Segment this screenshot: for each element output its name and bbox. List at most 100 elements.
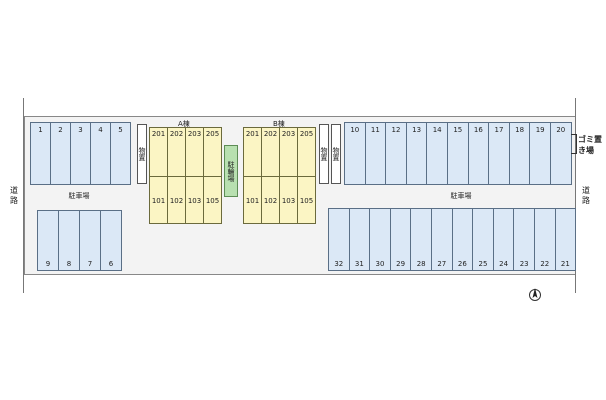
parking-space-25: 25 [472,208,494,271]
building-a-label: A棟 [178,120,190,128]
garbage-bracket [571,134,577,154]
unit-number: 201 [151,130,166,138]
parking-space-number: 26 [457,260,467,268]
parking-space-number: 13 [412,126,422,134]
parking-space-23: 23 [513,208,535,271]
unit-a-201: 201 [149,127,168,177]
parking-space-30: 30 [369,208,391,271]
parking-space-number: 21 [560,260,570,268]
parking-space-27: 27 [431,208,453,271]
parking-space-number: 12 [391,126,401,134]
parking-space-number: 30 [375,260,385,268]
parking-space-18: 18 [508,122,531,185]
parking-space-24: 24 [492,208,515,271]
parking-space-number: 24 [499,260,509,268]
unit-number: 103 [281,197,296,205]
parking-space-number: 27 [437,260,447,268]
parking-space-6: 6 [100,210,122,271]
unit-b-101: 101 [243,176,262,224]
parking-label-left: 駐車場 [68,192,90,200]
parking-space-number: 32 [334,260,344,268]
parking-space-5: 5 [110,122,131,185]
parking-space-4: 4 [90,122,111,185]
unit-a-105: 105 [203,176,222,224]
parking-space-number: 23 [519,260,529,268]
parking-space-number: 17 [494,126,504,134]
parking-label-right: 駐車場 [450,192,472,200]
unit-b-201: 201 [243,127,262,177]
unit-b-102: 102 [261,176,280,224]
unit-number: 105 [299,197,314,205]
parking-space-3: 3 [70,122,91,185]
unit-a-203: 203 [185,127,204,177]
unit-a-102: 102 [167,176,186,224]
storage-left: 物置 [137,124,147,184]
parking-space-number: 1 [38,126,43,134]
unit-a-205: 205 [203,127,222,177]
unit-number: 105 [205,197,220,205]
parking-space-number: 5 [118,126,123,134]
unit-number: 102 [169,197,184,205]
parking-space-26: 26 [451,208,474,271]
parking-space-28: 28 [410,208,432,271]
unit-number: 102 [263,197,278,205]
parking-space-11: 11 [364,122,387,185]
unit-b-105: 105 [297,176,316,224]
parking-space-1: 1 [30,122,51,185]
parking-space-12: 12 [385,122,407,185]
unit-a-202: 202 [167,127,186,177]
unit-number: 203 [281,130,296,138]
parking-space-number: 18 [515,126,525,134]
parking-space-number: 16 [473,126,483,134]
parking-space-number: 22 [540,260,550,268]
parking-space-number: 31 [354,260,364,268]
unit-b-203: 203 [279,127,298,177]
compass-icon [528,286,542,302]
right-road-line [575,98,576,293]
left-road-line [23,98,24,293]
unit-number: 205 [205,130,220,138]
unit-number: 101 [245,197,260,205]
parking-space-number: 6 [108,260,114,268]
parking-space-number: 11 [370,126,380,134]
parking-space-13: 13 [405,122,428,185]
parking-space-number: 28 [416,260,426,268]
parking-space-number: 3 [78,126,83,134]
unit-b-205: 205 [297,127,316,177]
parking-space-number: 25 [478,260,488,268]
parking-space-number: 10 [350,126,360,134]
parking-space-number: 14 [432,126,442,134]
unit-a-101: 101 [149,176,168,224]
parking-space-number: 19 [535,126,545,134]
parking-space-17: 17 [488,122,510,185]
storage-mid-1: 物置 [319,124,329,184]
unit-number: 103 [187,197,202,205]
unit-a-103: 103 [185,176,204,224]
parking-space-14: 14 [426,122,448,185]
parking-space-8: 8 [58,210,80,271]
parking-space-number: 20 [556,126,566,134]
unit-number: 101 [151,197,166,205]
unit-number: 203 [187,130,202,138]
right-road-label: 道路 [582,186,590,205]
parking-space-9: 9 [37,210,59,271]
unit-number: 201 [245,130,260,138]
unit-number: 202 [169,130,184,138]
parking-space-number: 7 [87,260,93,268]
parking-space-number: 29 [396,260,406,268]
parking-space-15: 15 [447,122,469,185]
left-road-label: 道路 [10,186,18,205]
storage-mid-2: 物置 [331,124,341,184]
parking-space-number: 15 [453,126,463,134]
parking-space-29: 29 [389,208,412,271]
parking-space-7: 7 [79,210,101,271]
parking-space-number: 2 [58,126,63,134]
unit-number: 202 [263,130,278,138]
unit-b-103: 103 [279,176,298,224]
parking-space-22: 22 [534,208,556,271]
parking-space-19: 19 [529,122,551,185]
parking-space-number: 4 [98,126,103,134]
parking-space-21: 21 [554,208,577,271]
garbage-area-label: ゴミ置き場 [578,135,602,155]
parking-space-number: 8 [66,260,72,268]
